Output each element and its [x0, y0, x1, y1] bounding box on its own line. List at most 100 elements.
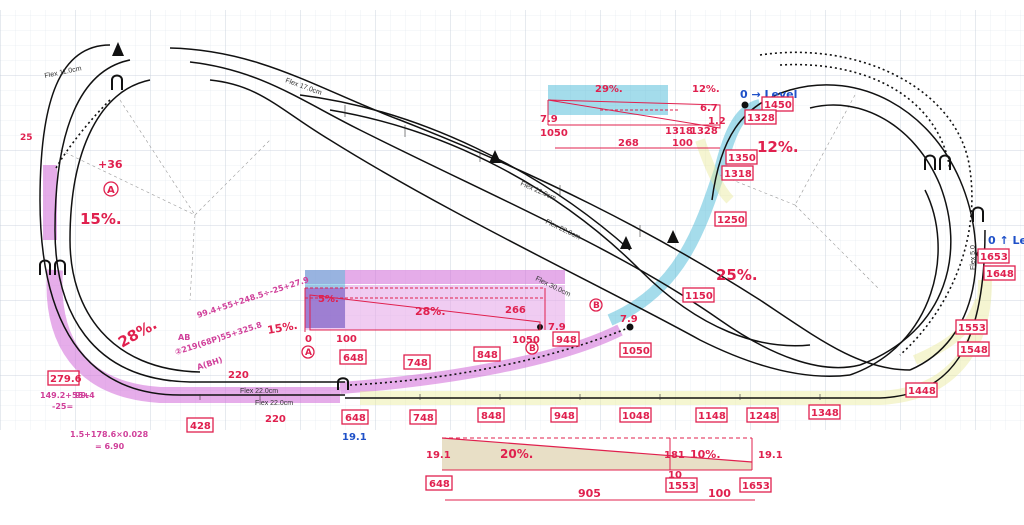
point-markers: A A B B: [103, 181, 603, 359]
grade-label-12-small: 12%.: [692, 84, 720, 95]
svg-text:1450: 1450: [764, 100, 792, 111]
svg-text:848: 848: [477, 350, 498, 361]
elevation-box: 1653: [977, 248, 1010, 264]
dim-191-c: 19.1: [342, 432, 367, 443]
inset-grade-bottom: [441, 437, 755, 501]
elevation-box: 1048: [619, 407, 652, 423]
elevation-box: 1653: [739, 477, 772, 493]
dim-36: +36: [98, 158, 123, 171]
formula-6: AB: [178, 333, 190, 342]
elevation-box: 1250: [714, 211, 747, 227]
svg-text:1148: 1148: [698, 411, 726, 422]
dim-191-a: 19.1: [426, 450, 451, 461]
dim-12: 1.2: [708, 116, 726, 127]
svg-text:1350: 1350: [728, 153, 756, 164]
svg-text:1050: 1050: [622, 346, 650, 357]
blue-dimension: 19.1: [342, 432, 367, 443]
svg-text:648: 648: [343, 353, 364, 364]
elevation-box: 1450: [761, 96, 794, 112]
elevation-box: 648: [341, 409, 369, 425]
svg-text:648: 648: [429, 479, 450, 490]
grade-label-25-mid: 25%.: [716, 266, 758, 284]
svg-text:1348: 1348: [811, 408, 839, 419]
dim-266: 266: [505, 305, 526, 316]
elevation-box: 1248: [746, 407, 779, 423]
svg-text:1648: 1648: [986, 269, 1014, 280]
grade-label-15-inset: 15%.: [266, 319, 298, 337]
dim-100: 100: [336, 334, 357, 345]
elevation-box: 848: [477, 407, 505, 423]
dim-67: 6.7: [700, 103, 718, 114]
dim-181: 181: [664, 450, 685, 461]
flex-label: Flex 22.0cm: [255, 400, 293, 407]
svg-text:1553: 1553: [668, 481, 696, 492]
point-b-inset: B: [529, 344, 536, 354]
svg-text:1318: 1318: [724, 169, 752, 180]
grade-label-29-small: 29%.: [595, 84, 623, 95]
dim-79-a: 7.9: [540, 114, 558, 125]
inset-grade-top: [547, 99, 721, 149]
formula-5: -25=: [52, 402, 73, 411]
formula-3: 149.2+55+: [40, 391, 90, 400]
svg-text:1653: 1653: [742, 481, 770, 492]
dim-905: 905: [578, 487, 601, 500]
dim-100-top: 100: [672, 138, 693, 149]
elevation-box: 1350: [725, 149, 758, 165]
dim-220-b: 220: [265, 414, 286, 425]
svg-text:1448: 1448: [908, 386, 936, 397]
elevation-box: 648: [425, 475, 453, 491]
formula-4: 99.4: [75, 391, 95, 400]
grade-label-12-right: 12%.: [757, 138, 799, 156]
track-ties: [199, 105, 821, 400]
elevation-box: 1448: [905, 382, 938, 398]
bumper-symbols: [39, 74, 984, 390]
dim-220-a: 220: [228, 370, 249, 381]
svg-text:1553: 1553: [958, 323, 986, 334]
elevation-box: 1150: [682, 287, 715, 303]
svg-text:848: 848: [481, 411, 502, 422]
elevation-box: 748: [403, 354, 431, 370]
dim-1050-top: 1050: [540, 128, 568, 139]
point-a-main: A: [107, 185, 115, 196]
elevation-box: 1348: [808, 404, 841, 420]
elevation-box: 279.6: [47, 370, 82, 386]
grade-label-28-inset: 28%.: [415, 305, 446, 318]
elevation-markers: 648 748 848 948 648 748 848 948 1048 114…: [47, 96, 1016, 493]
elevation-box: 1148: [695, 407, 728, 423]
dim-79-b: 7.9: [548, 322, 566, 333]
elevation-box: 1553: [955, 319, 988, 335]
dim-191-b: 19.1: [758, 450, 783, 461]
svg-text:1048: 1048: [622, 411, 650, 422]
svg-text:1548: 1548: [960, 345, 988, 356]
elevation-box: 428: [186, 417, 214, 433]
grade-label-20-bottom: 20%.: [500, 447, 533, 461]
elevation-box: 1318: [721, 165, 754, 181]
grade-label-15-left: 15%.: [80, 210, 122, 228]
svg-text:428: 428: [190, 421, 211, 432]
svg-text:1653: 1653: [980, 252, 1008, 263]
flex-label: Flex 22.0cm: [240, 388, 278, 395]
dotted-tracks: [54, 51, 973, 386]
point-a-inset: A: [305, 348, 312, 358]
formula-2: = 6.90: [95, 442, 125, 451]
svg-text:948: 948: [556, 335, 577, 346]
elevation-box: 648: [339, 349, 367, 365]
elevation-box: 1328: [744, 109, 777, 125]
elevation-box: 1553: [665, 477, 698, 493]
svg-text:279.6: 279.6: [50, 374, 82, 385]
dim-1328: 1328: [690, 126, 718, 137]
elevation-box: 948: [550, 407, 578, 423]
level-label-right: 0 ↑ Level: [988, 234, 1024, 247]
svg-text:1248: 1248: [749, 411, 777, 422]
dim-1318: 1318: [665, 126, 693, 137]
dim-268: 268: [618, 138, 639, 149]
highlight-magenta: [43, 165, 623, 403]
svg-text:948: 948: [554, 411, 575, 422]
flex-label: Flex 5.0: [970, 245, 977, 270]
dim-79-c: 7.9: [620, 314, 638, 325]
elevation-box: 748: [409, 409, 437, 425]
dim-100-bottom: 100: [708, 487, 731, 500]
elevation-box: 1050: [619, 342, 652, 358]
